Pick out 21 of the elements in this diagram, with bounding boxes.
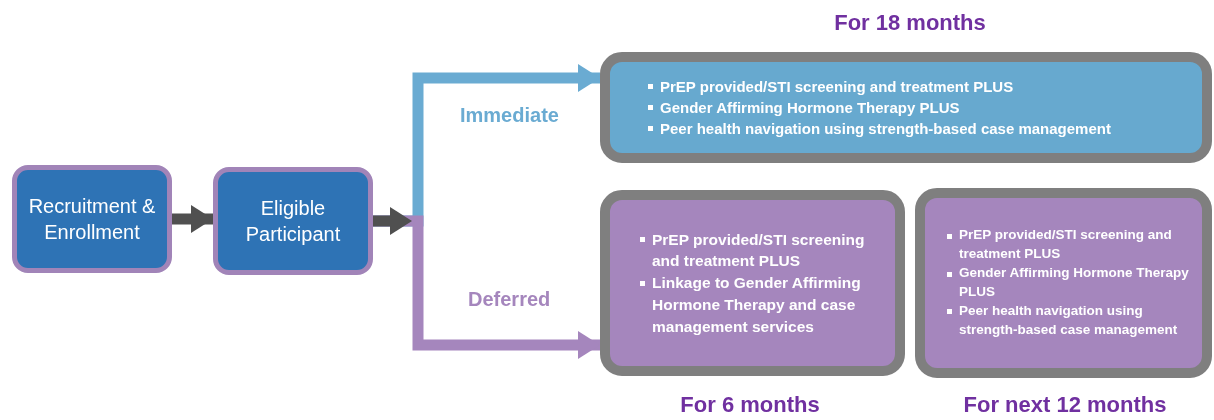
duration-heading: For 18 months xyxy=(833,10,987,36)
duration-heading: For next 12 months xyxy=(962,392,1168,418)
process-box xyxy=(12,165,172,273)
duration-heading: For 6 months xyxy=(679,392,821,418)
bullet-item: Gender Affirming Hormone Therapy PLUS xyxy=(660,98,961,118)
bullet-item: PrEP provided/STI screening and treatment PLUS xyxy=(959,226,1173,264)
process-box xyxy=(213,167,373,275)
edge-label: Deferred xyxy=(468,288,551,311)
edge-label: Immediate xyxy=(460,104,559,127)
bullet-item: Peer health navigation using strength-based case management xyxy=(959,301,1179,339)
bullet-item: PrEP provided/STI screening and treatment PLUS xyxy=(660,77,1015,97)
box-label: Eligible Participant xyxy=(244,196,342,247)
bullet-item: PrEP provided/STI screening and treatment PLUS xyxy=(652,229,866,272)
bullet-item: Peer health navigation using strength-based case management xyxy=(660,119,1112,139)
bullet-item: Gender Affirming Hormone Therapy PLUS xyxy=(959,264,1190,301)
service-panel xyxy=(600,52,1212,163)
service-panel xyxy=(915,188,1212,378)
arrow xyxy=(172,205,213,233)
box-label: Recruitment & Enrollment xyxy=(27,194,157,245)
bullet-item: Linkage to Gender Affirming Hormone Therapy and case management services xyxy=(652,273,862,337)
service-panel xyxy=(600,190,905,376)
